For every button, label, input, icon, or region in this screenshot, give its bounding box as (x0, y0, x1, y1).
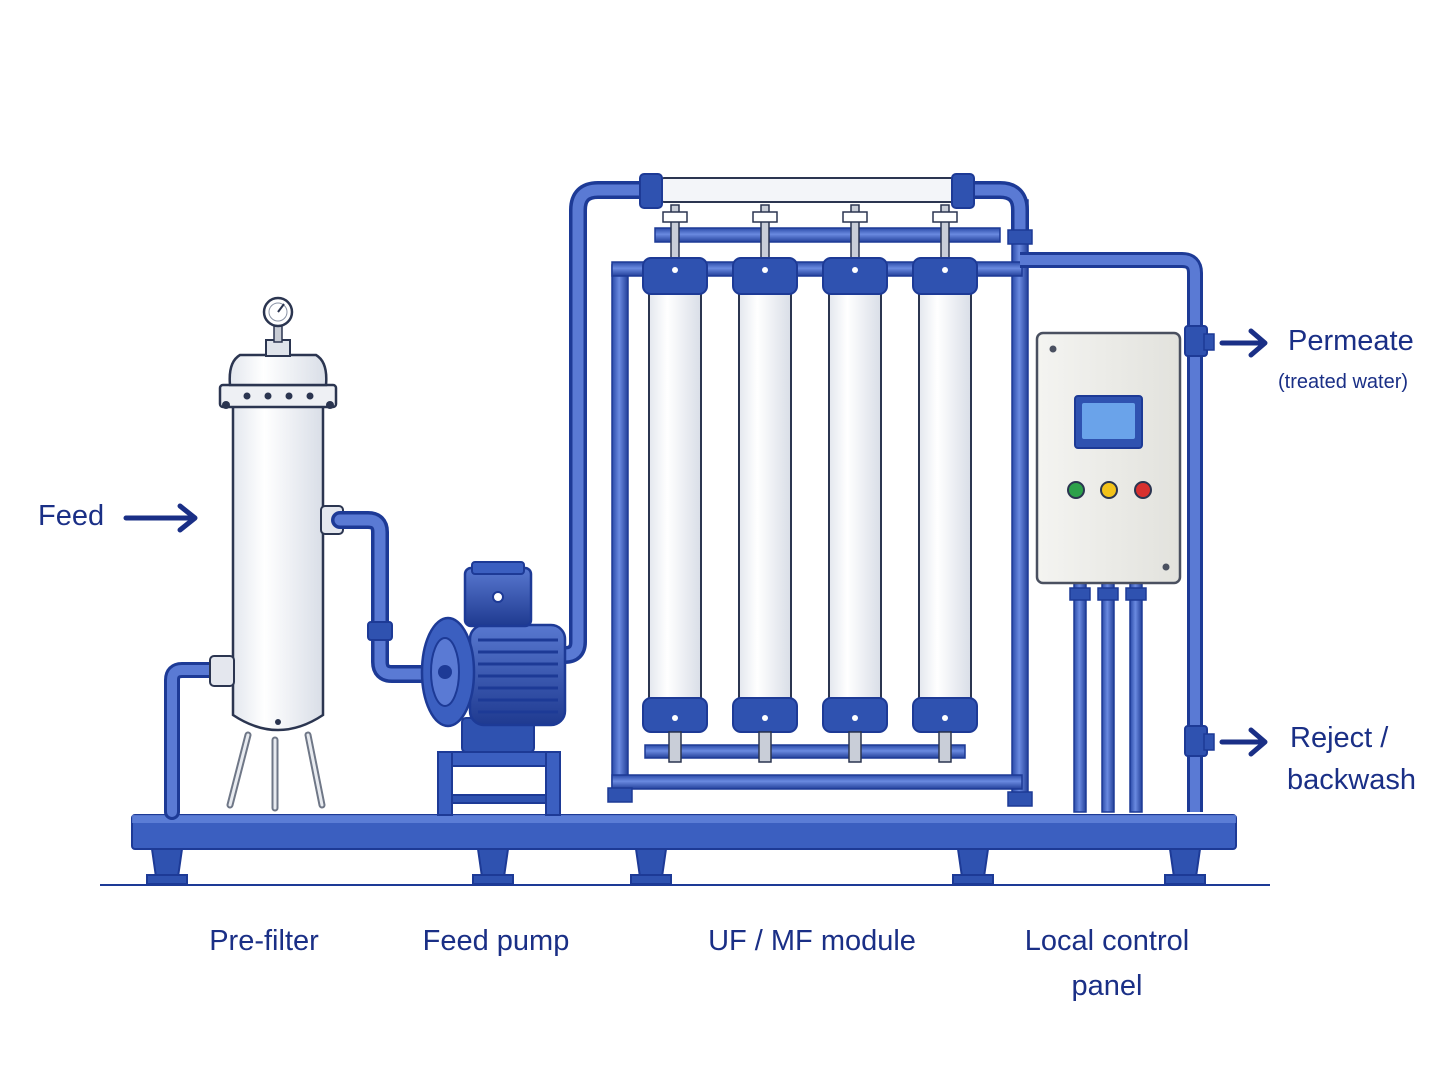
outlet-piping (1020, 252, 1215, 812)
arrow-right-icon (123, 503, 198, 533)
feed-pump-label: Feed pump (422, 925, 570, 957)
reject-label-line2: backwash (1287, 764, 1416, 796)
indicator-light-icon (1134, 481, 1152, 499)
permeate-sublabel: (treated water) (1278, 371, 1409, 393)
feed-label: Feed (38, 500, 105, 532)
local-control-panel (1035, 331, 1182, 585)
prefilter-vessel (164, 296, 344, 820)
membrane-frame (607, 173, 1033, 807)
prefilter-label: Pre-filter (209, 925, 319, 957)
panel-conduits (1069, 581, 1147, 813)
pump-stand (437, 751, 561, 816)
permeate-label: Permeate (1288, 325, 1414, 357)
uf-mf-module-1 (642, 204, 708, 763)
uf-mf-module-3 (822, 204, 888, 763)
reject-label-line1: Reject / (1290, 722, 1389, 754)
indicator-light-icon (1067, 481, 1085, 499)
panel-label-line2: panel (1071, 970, 1143, 1002)
panel-label-line1: Local control (1024, 925, 1190, 957)
prefilter-to-pump-pipe (331, 511, 441, 683)
indicator-light-icon (1100, 481, 1118, 499)
arrow-right-icon (1219, 328, 1268, 358)
uf-mf-module-2 (732, 204, 798, 763)
skid-base (131, 814, 1237, 885)
module-label: UF / MF module (708, 925, 916, 957)
feed-pump (420, 181, 649, 753)
uf-mf-module-4 (912, 204, 978, 763)
arrow-right-icon (1219, 727, 1268, 757)
